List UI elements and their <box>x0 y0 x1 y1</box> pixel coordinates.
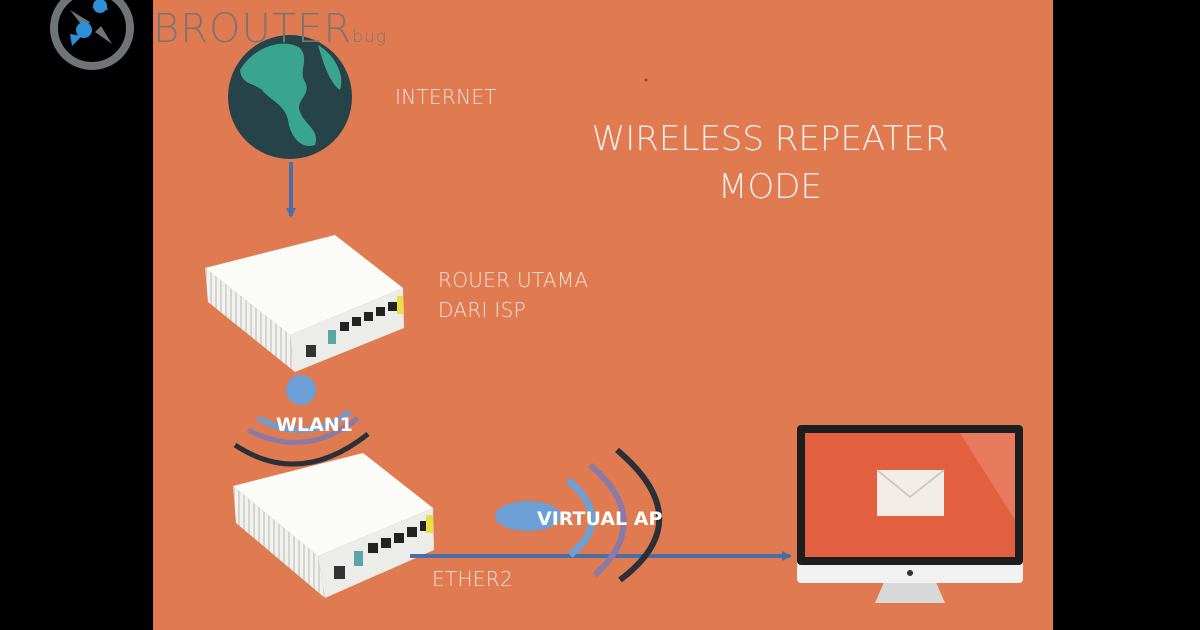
wlan1-label: WLAN1 <box>276 414 353 436</box>
main-router-icon <box>205 235 404 372</box>
envelope-icon <box>876 469 945 516</box>
internet-label: INTERNET <box>395 85 497 109</box>
internet-globe-icon <box>228 35 352 159</box>
brand-logo-text: BROUTERbug <box>153 6 388 52</box>
cursor-dot <box>644 78 648 82</box>
repeater-router-icon <box>233 453 434 598</box>
computer-monitor-icon <box>797 425 1023 603</box>
brouterbug-logo-icon <box>50 0 134 70</box>
ether2-label: ETHER2 <box>432 567 513 591</box>
virtual-ap-signal-icon <box>495 447 663 583</box>
virtual-ap-label: VIRTUAL AP <box>537 508 663 530</box>
wlan-signal-icon <box>233 375 370 467</box>
